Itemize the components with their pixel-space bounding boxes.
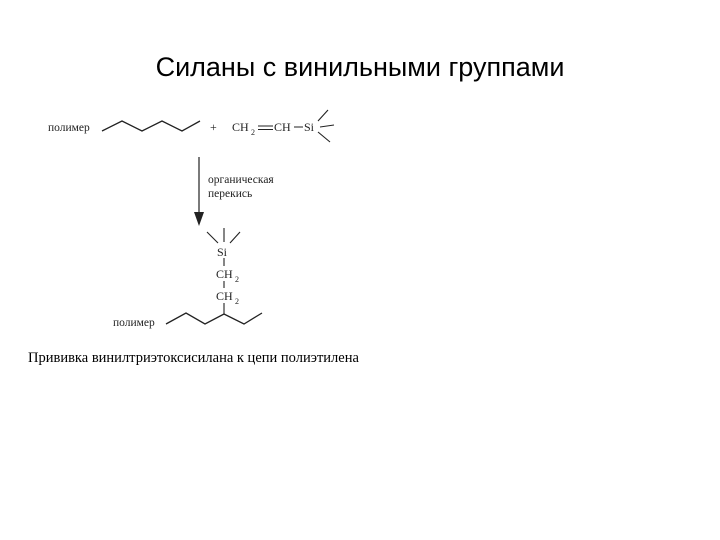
product-si-bond-left xyxy=(206,231,219,244)
plus-sign: + xyxy=(210,120,217,134)
product-si-bond-right xyxy=(229,231,241,244)
vinyl-ch2: CH xyxy=(232,120,249,134)
vinyl-ch: CH xyxy=(274,120,291,134)
slide-caption: Прививка винилтриэтоксисилана к цепи пол… xyxy=(28,350,359,366)
product-ch2-upper-subscript: 2 xyxy=(235,275,239,284)
slide-title: Силаны с винильными группами xyxy=(155,52,565,82)
product-ch2-upper: CH xyxy=(216,267,233,281)
product-silicon-atom: Si xyxy=(217,245,228,259)
si-bond-middle xyxy=(319,124,335,128)
silicon-atom: Si xyxy=(304,120,315,134)
product-ch2-lower: CH xyxy=(216,289,233,303)
product-polymer-label: полимер xyxy=(113,317,155,329)
product-polymer-chain xyxy=(165,312,263,325)
product-ch2-lower-subscript: 2 xyxy=(235,297,239,306)
reagent-label-line2: перекись xyxy=(208,188,252,200)
polymer-chain-line xyxy=(101,120,201,132)
si-bond-upper xyxy=(317,109,329,122)
reagent-label-line1: органическая xyxy=(208,174,274,186)
vinyl-ch2-subscript: 2 xyxy=(251,128,255,137)
polymer-label: полимер xyxy=(48,122,90,134)
reaction-arrow-head xyxy=(194,212,204,226)
si-bond-lower xyxy=(317,131,331,143)
